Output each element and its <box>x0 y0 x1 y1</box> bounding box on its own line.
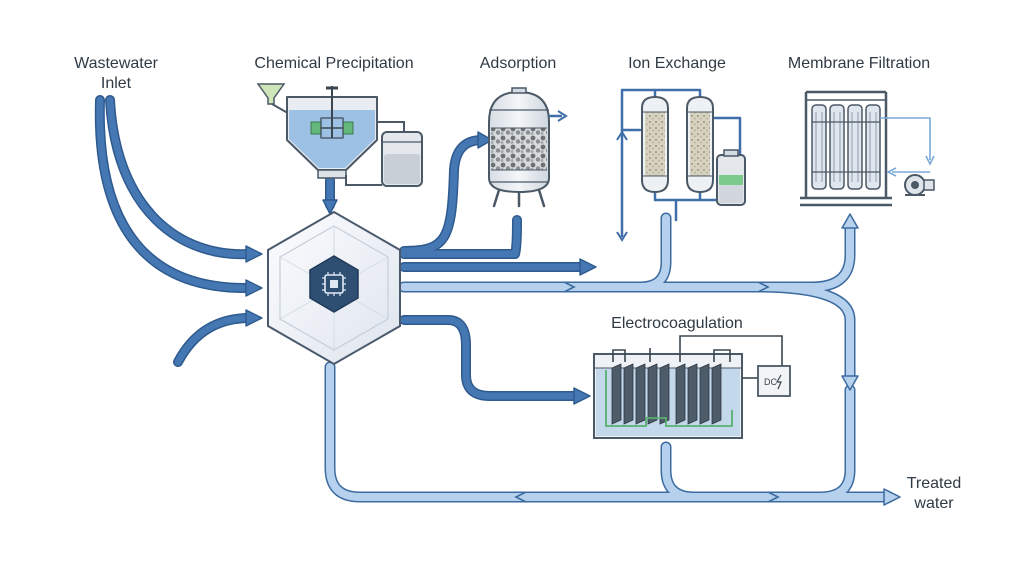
adsorption-label: Adsorption <box>479 55 557 72</box>
treated-water-line1: Treated <box>906 475 962 492</box>
chemical-precipitation-label: Chemical Precipitation <box>254 55 414 72</box>
dc-label: DC <box>764 377 777 387</box>
treated-water-line2: water <box>914 495 954 512</box>
electrode-plates <box>611 363 722 425</box>
dc-power-supply: DC <box>757 365 791 397</box>
ion-exchange-label: Ion Exchange <box>628 55 726 72</box>
flow-chevron <box>514 491 527 503</box>
electrocoagulation-label: Electrocoagulation <box>611 315 743 332</box>
arrow-to-electrocoag <box>573 387 591 405</box>
arrow-treated-outlet <box>883 488 901 506</box>
treated-water-label: Treated water <box>907 474 962 514</box>
adsorption-column <box>488 87 568 208</box>
arrow-down-membrane <box>841 375 859 391</box>
lightning-icon <box>775 374 782 390</box>
inlet-label-line2: Inlet <box>100 75 132 92</box>
chemical-precipitation-unit <box>256 83 423 187</box>
arrow-inlet-3 <box>245 309 263 327</box>
flow-chevron <box>563 281 576 293</box>
flow-chevron <box>757 281 770 293</box>
arrow-to-adsorption <box>477 131 493 149</box>
treated-water-pipes <box>324 212 901 506</box>
pump-icon <box>904 174 935 196</box>
chip-icon <box>322 272 346 296</box>
membrane-modules <box>811 104 881 190</box>
membrane-filtration-label: Membrane Filtration <box>787 55 931 72</box>
arrow-precip-down <box>322 199 338 215</box>
electrocoagulation-unit: DC <box>593 335 791 439</box>
inlet-label-line1: Wastewater <box>74 55 158 72</box>
arrow-up-membrane <box>841 213 859 229</box>
flow-chevron <box>767 491 780 503</box>
inlet-label: Wastewater Inlet <box>74 54 158 94</box>
ion-exchange-unit <box>616 88 746 242</box>
process-pipes <box>94 95 597 405</box>
arrow-inlet-2 <box>245 279 263 297</box>
arrow-bypass <box>579 258 597 276</box>
arrow-inlet-1 <box>245 245 263 263</box>
central-controller <box>267 210 401 366</box>
membrane-filtration-unit <box>800 90 935 207</box>
